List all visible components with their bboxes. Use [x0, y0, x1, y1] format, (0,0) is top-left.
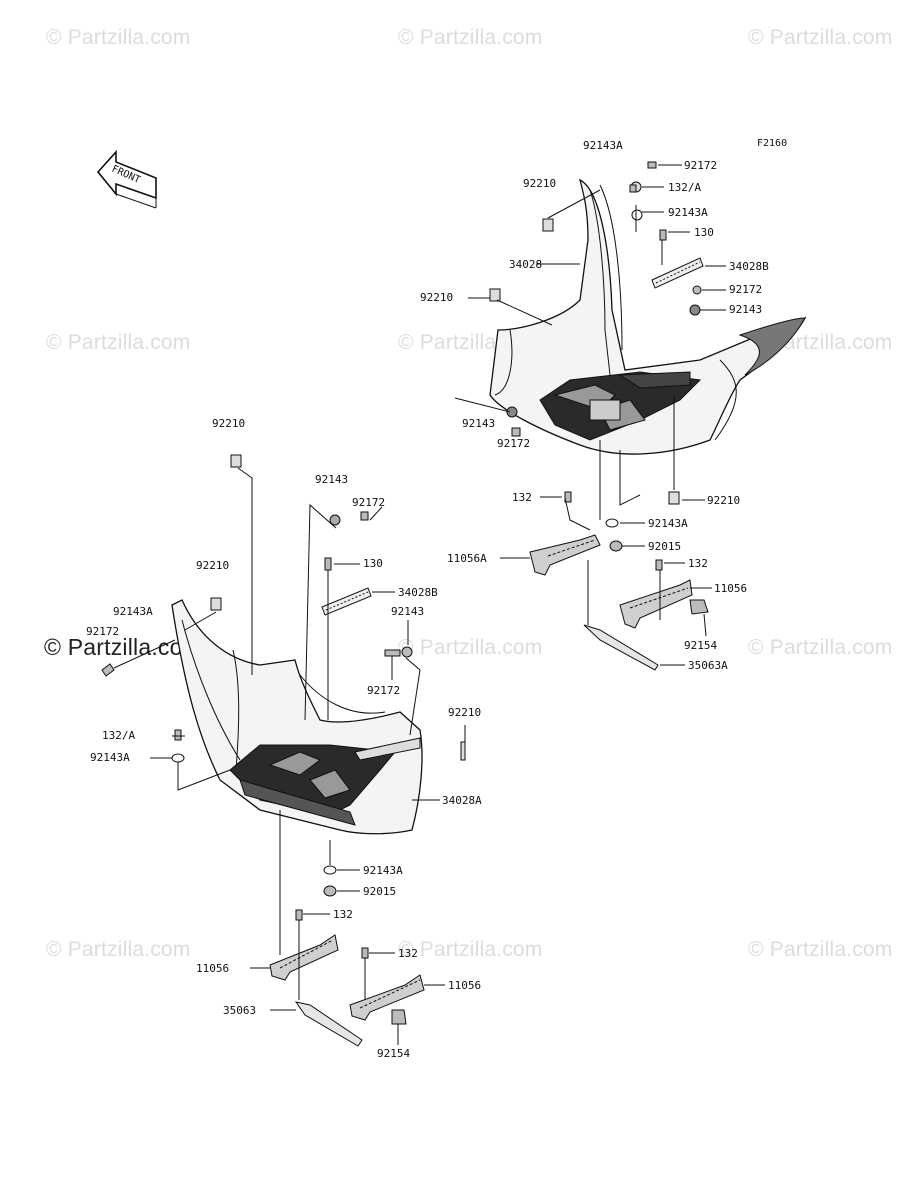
watermark: © Partzilla.com — [748, 938, 893, 961]
part-label: 92143 — [391, 605, 425, 618]
part-label: 130 — [694, 226, 714, 239]
watermark: © Partzilla.com — [748, 636, 893, 659]
part-label: 132 — [512, 491, 532, 504]
part-label: 11056 — [714, 582, 748, 595]
part-label: 92143A — [583, 139, 623, 152]
watermark: © Partzilla.com — [748, 26, 893, 49]
watermark: © Partzilla.com — [44, 634, 202, 660]
bracket-11056A-upper — [529, 534, 601, 576]
part-label: 11056 — [196, 962, 230, 975]
watermark: © Partzilla.com — [398, 938, 543, 961]
watermark: © Partzilla.com — [46, 26, 191, 49]
part-label: 34028 — [509, 258, 543, 271]
clip-nut-92210 — [460, 741, 466, 761]
part-label: 132 — [333, 908, 353, 921]
lower-footrest-assembly — [101, 454, 466, 1047]
part-label: 35063A — [688, 659, 728, 672]
bolt-130 — [659, 229, 667, 241]
part-label: 92172 — [684, 159, 718, 172]
step-strip-34028B-upper — [651, 257, 704, 289]
part-label: 92154 — [684, 639, 718, 652]
part-label: 92143A — [90, 751, 130, 764]
front-arrow-icon: FRONT — [96, 149, 157, 209]
part-label: 132/A — [102, 729, 136, 742]
part-label: 34028A — [442, 794, 482, 807]
clip-nut-92210 — [542, 218, 554, 232]
washer-92143A — [631, 209, 643, 221]
part-label: 34028B — [398, 586, 438, 599]
part-label: 130 — [363, 557, 383, 570]
part-label: 132 — [688, 557, 708, 570]
part-label: 132/A — [668, 181, 702, 194]
part-label: 11056 — [448, 979, 482, 992]
part-label: 92210 — [212, 417, 246, 430]
part-label: 92143 — [462, 417, 496, 430]
part-label: 92143A — [113, 605, 153, 618]
part-label: 92210 — [196, 559, 230, 572]
bolt-92154-upper — [689, 599, 709, 615]
label-leaders — [150, 164, 726, 1045]
part-label: 92154 — [377, 1047, 411, 1060]
part-label: 92143A — [668, 206, 708, 219]
part-label: 92143 — [729, 303, 763, 316]
part-label: 34028B — [729, 260, 769, 273]
watermark: © Partzilla.com — [46, 331, 191, 354]
clip-nut-92210 — [230, 454, 242, 468]
plate-35063A — [583, 624, 659, 671]
part-label: 92172 — [729, 283, 763, 296]
part-label: 92172 — [367, 684, 401, 697]
part-label: 92015 — [648, 540, 682, 553]
clip-nut-92210 — [668, 491, 680, 505]
watermark: © Partzilla.com — [398, 26, 543, 49]
part-label: 132 — [398, 947, 418, 960]
bracket-11056-lower-b — [349, 974, 425, 1021]
watermark: © Partzilla.com — [46, 938, 191, 961]
plate-35063 — [294, 1001, 363, 1047]
part-label: 92172 — [352, 496, 386, 509]
clip-nut-92210 — [489, 288, 501, 302]
part-label: 92210 — [523, 177, 557, 190]
part-label: 92210 — [420, 291, 454, 304]
part-label: 92143A — [648, 517, 688, 530]
part-label: 92015 — [363, 885, 397, 898]
part-label: 92172 — [86, 625, 120, 638]
figure-id: F2160 — [757, 138, 788, 149]
part-label: 92172 — [497, 437, 531, 450]
screw-92172 — [647, 161, 657, 169]
bracket-11056-lower-a — [269, 934, 339, 981]
part-label: 35063 — [223, 1004, 257, 1017]
part-label: 11056A — [447, 552, 487, 565]
bolt-92154-lower — [391, 1009, 407, 1025]
watermark: © Partzilla.com — [398, 636, 543, 659]
step-strip-34028B-lower — [321, 587, 372, 616]
clip-nut-92210 — [210, 597, 222, 611]
part-label: 92143A — [363, 864, 403, 877]
part-label: 92210 — [448, 706, 482, 719]
bracket-11056-upper — [619, 579, 693, 629]
part-label: 92210 — [707, 494, 741, 507]
upper-footrest-assembly — [454, 161, 807, 671]
part-label: 92143 — [315, 473, 349, 486]
